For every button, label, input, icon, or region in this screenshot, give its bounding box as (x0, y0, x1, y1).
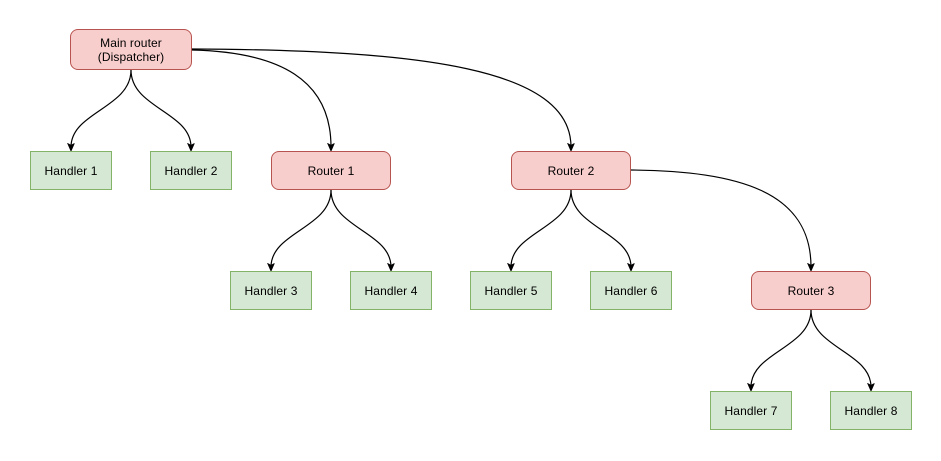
edge-router-2-to-router-3 (630, 169, 811, 267)
node-handler-2[interactable]: Handler 2 (150, 151, 232, 190)
edge-router-1-to-handler-4 (330, 189, 391, 267)
node-main-router[interactable]: Main router (Dispatcher) (70, 29, 192, 70)
edge-main-to-router-1 (191, 49, 331, 147)
node-handler-8[interactable]: Handler 8 (830, 391, 912, 430)
edge-router-3-to-handler-8 (810, 309, 871, 387)
edge-router-3-to-handler-7 (751, 309, 812, 387)
node-handler-3[interactable]: Handler 3 (230, 271, 312, 310)
node-label-handler-5: Handler 5 (484, 283, 538, 298)
node-label-handler-7: Handler 7 (724, 403, 778, 418)
edge-router-2-to-handler-5 (511, 189, 572, 267)
node-router-1[interactable]: Router 1 (271, 151, 391, 190)
node-handler-4[interactable]: Handler 4 (350, 271, 432, 310)
node-handler-5[interactable]: Handler 5 (470, 271, 552, 310)
node-handler-6[interactable]: Handler 6 (590, 271, 672, 310)
node-label-handler-1: Handler 1 (44, 163, 98, 178)
node-label-handler-6: Handler 6 (604, 283, 658, 298)
node-label-handler-4: Handler 4 (364, 283, 418, 298)
node-label-router-2: Router 2 (547, 163, 595, 178)
edge-router-1-to-handler-3 (271, 189, 332, 267)
node-router-2[interactable]: Router 2 (511, 151, 631, 190)
node-label-router-3: Router 3 (787, 283, 835, 298)
node-handler-1[interactable]: Handler 1 (30, 151, 112, 190)
node-label-handler-3: Handler 3 (244, 283, 298, 298)
edge-main-to-handler-1 (71, 69, 132, 147)
edge-router-2-to-handler-6 (570, 189, 631, 267)
node-label-main-router: Main router (Dispatcher) (97, 35, 165, 64)
edge-main-to-handler-2 (130, 69, 191, 147)
node-label-handler-2: Handler 2 (164, 163, 218, 178)
node-handler-7[interactable]: Handler 7 (710, 391, 792, 430)
node-router-3[interactable]: Router 3 (751, 271, 871, 310)
edge-main-to-router-2 (191, 48, 571, 147)
node-label-handler-8: Handler 8 (844, 403, 898, 418)
node-label-router-1: Router 1 (307, 163, 355, 178)
edges-group (71, 48, 871, 387)
